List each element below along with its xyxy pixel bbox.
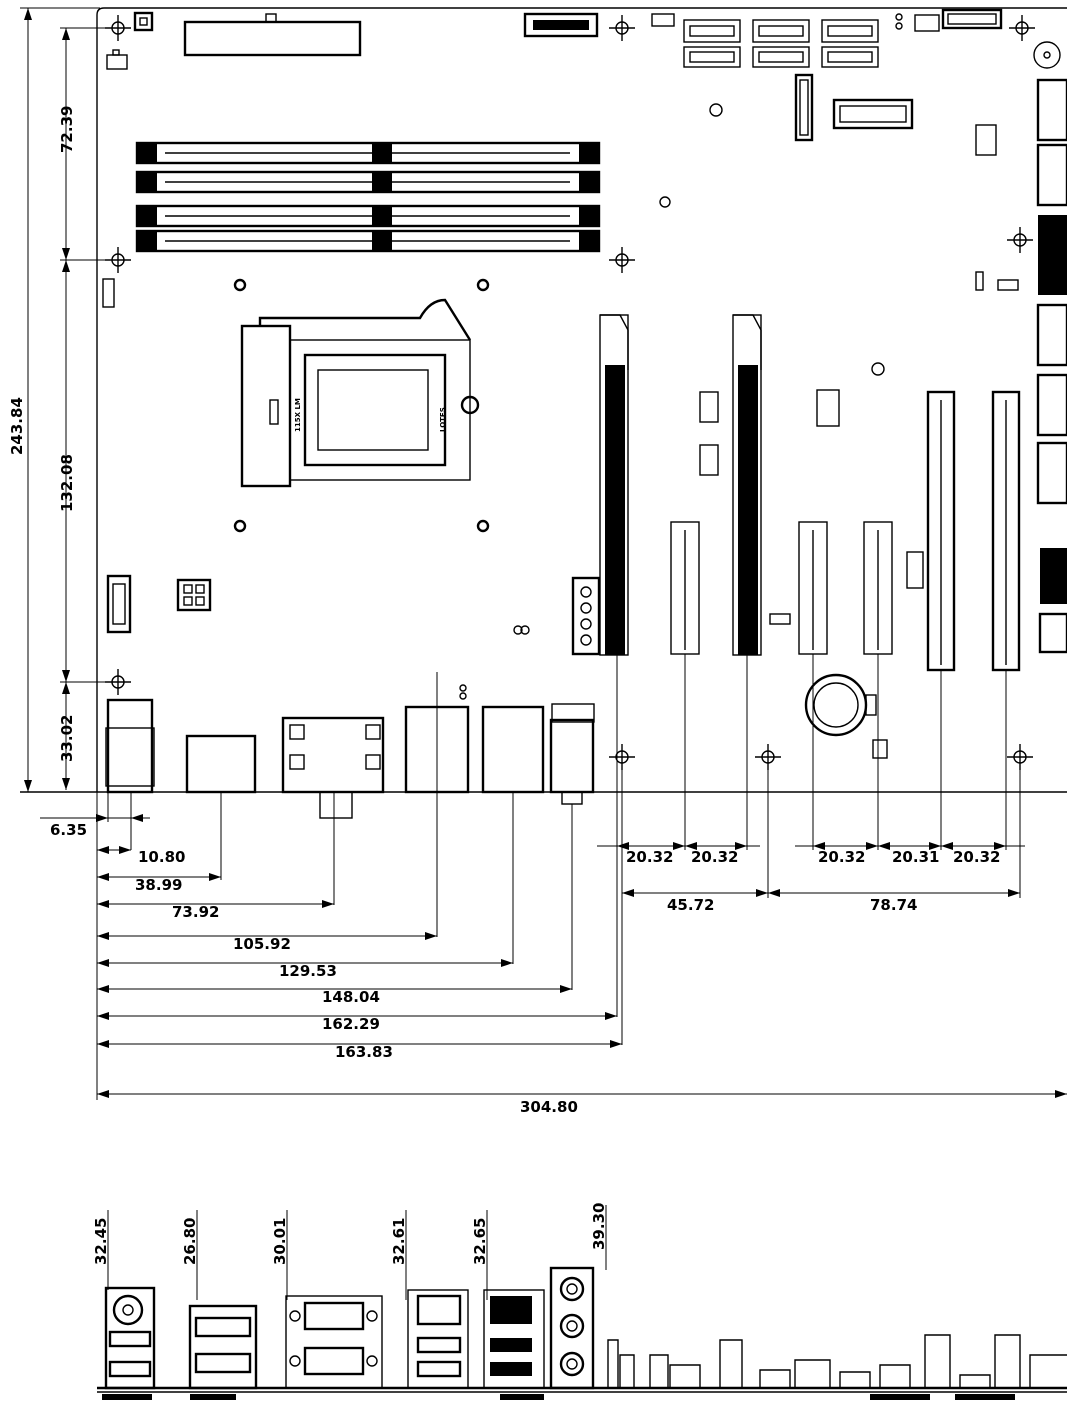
- dim-offset-6: 148.04: [322, 988, 380, 1006]
- mount-hole-icon: [105, 247, 131, 273]
- sata-connectors: [683, 19, 879, 68]
- dim-offset-3: 73.92: [172, 903, 219, 921]
- battery-holder: [804, 673, 877, 737]
- dim-offset-4: 105.92: [233, 935, 291, 953]
- board-outline: [20, 7, 1067, 793]
- dim-lower-span: 33.02: [58, 715, 76, 762]
- dimm-slot: [135, 141, 601, 165]
- dim-hole-span-1: 45.72: [667, 896, 714, 914]
- dim-offset-1: 10.80: [138, 848, 185, 866]
- dim-height-3: 30.01: [271, 1218, 289, 1265]
- dim-upper-span: 72.39: [58, 106, 76, 153]
- io-connectors-top: [105, 684, 595, 819]
- mount-hole-icon: [105, 669, 131, 695]
- dim-height-6: 39.30: [590, 1203, 608, 1250]
- mount-hole-icon: [755, 744, 781, 770]
- pcie-x16-slot: [732, 314, 762, 656]
- dim-hole-span-2: 78.74: [870, 896, 917, 914]
- dimm-slot: [135, 229, 601, 253]
- pcie-x1-slot: [670, 521, 700, 655]
- dim-offset-7: 162.29: [322, 1015, 380, 1033]
- mount-hole-icon: [609, 15, 635, 41]
- vga-com-stack: [285, 1295, 383, 1389]
- top-components: [106, 8, 1061, 376]
- mount-hole-icon: [609, 247, 635, 273]
- vertical-dimensions: 243.84 72.39 132.08 33.02: [8, 7, 118, 792]
- dim-slot-pitch-3: 20.32: [818, 848, 865, 866]
- dim-slot-pitch-2: 20.32: [691, 848, 738, 866]
- pcie-slots: [513, 314, 1021, 759]
- dimm-slot: [135, 204, 601, 228]
- dim-left-offset: 6.35: [50, 821, 87, 839]
- mount-hole-icon: [1007, 744, 1033, 770]
- ps2-usb-stack: [104, 1286, 156, 1390]
- pci-slot: [991, 390, 1021, 672]
- atx-power-connector: [183, 13, 362, 57]
- dp-hdmi-stack: [188, 1304, 258, 1390]
- dim-height-4: 32.61: [390, 1218, 408, 1265]
- dim-offset-5: 129.53: [279, 962, 337, 980]
- mount-hole-icon: [105, 15, 131, 41]
- pci-slot: [926, 390, 956, 672]
- pcie-x1-slot: [798, 521, 828, 655]
- left-side-components: [102, 278, 212, 634]
- socket-label-right: LOTES: [439, 407, 447, 432]
- lan-usb-stack: [483, 1289, 545, 1389]
- dimm-slots: [135, 141, 601, 253]
- dim-slot-pitch-5: 20.32: [953, 848, 1000, 866]
- mount-hole-icon: [1009, 15, 1035, 41]
- pcie-x16-slot: [599, 314, 629, 656]
- dim-middle-span: 132.08: [58, 454, 76, 512]
- horizontal-dimensions: 6.35 10.80 38.99 73.92 105.92 129.53 148…: [40, 654, 1067, 1116]
- lan-usb-stack: [407, 1289, 469, 1389]
- dimm-slot: [135, 170, 601, 194]
- mounting-holes: [105, 15, 1035, 770]
- socket-label-left: 115X LM: [294, 398, 302, 432]
- dim-height-5: 32.65: [471, 1218, 489, 1265]
- side-profile-components: [607, 1334, 1067, 1388]
- audio-jack-stack: [549, 1266, 595, 1390]
- dim-height-1: 32.45: [92, 1218, 110, 1265]
- pcie-x1-slot: [863, 521, 893, 655]
- dim-height-2: 26.80: [181, 1218, 199, 1265]
- dim-total-width: 304.80: [520, 1098, 578, 1116]
- right-edge-headers: [975, 78, 1067, 654]
- dim-total-height: 243.84: [8, 397, 26, 455]
- cpu-socket: 115X LM LOTES: [233, 278, 490, 533]
- mount-hole-icon: [1007, 227, 1033, 253]
- dim-slot-pitch-1: 20.32: [626, 848, 673, 866]
- dim-slot-pitch-4: 20.31: [892, 848, 939, 866]
- dim-offset-2: 38.99: [135, 876, 182, 894]
- dim-offset-8: 163.83: [335, 1043, 393, 1061]
- rear-io-panel: 32.45 26.80 30.01 32.61 32.65 39.30: [92, 1203, 1067, 1400]
